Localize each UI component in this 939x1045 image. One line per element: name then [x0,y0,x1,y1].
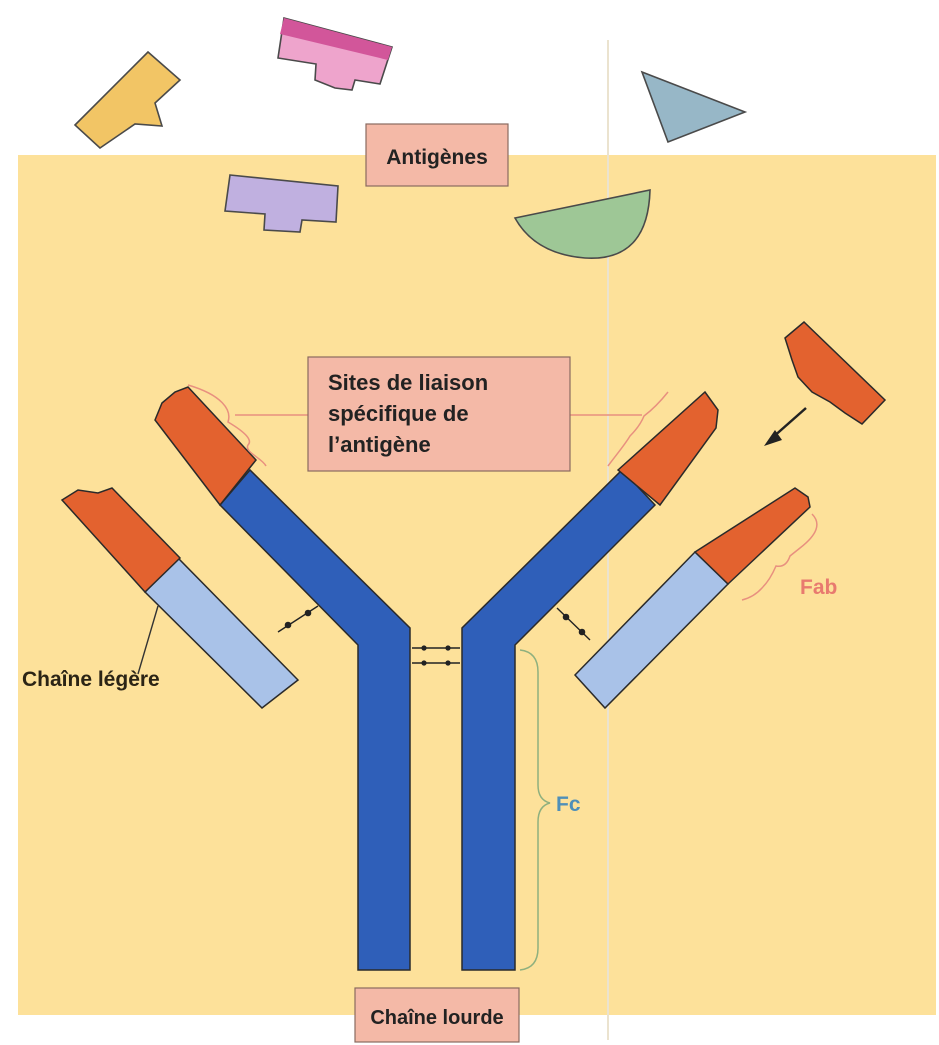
fab-label: Fab [800,576,837,599]
chaine-legere-label: Chaîne légère [22,668,160,691]
sites-label-line2: spécifique de [328,401,469,426]
sites-label-line3: l’antigène [328,432,431,457]
antigen-blue-triangle [642,72,745,142]
fc-label: Fc [556,793,581,816]
antigen-yellow [75,52,180,148]
antigenes-label: Antigènes [386,146,488,169]
chaine-lourde-label: Chaîne lourde [370,1007,503,1029]
sites-label-line1: Sites de liaison [328,370,488,395]
